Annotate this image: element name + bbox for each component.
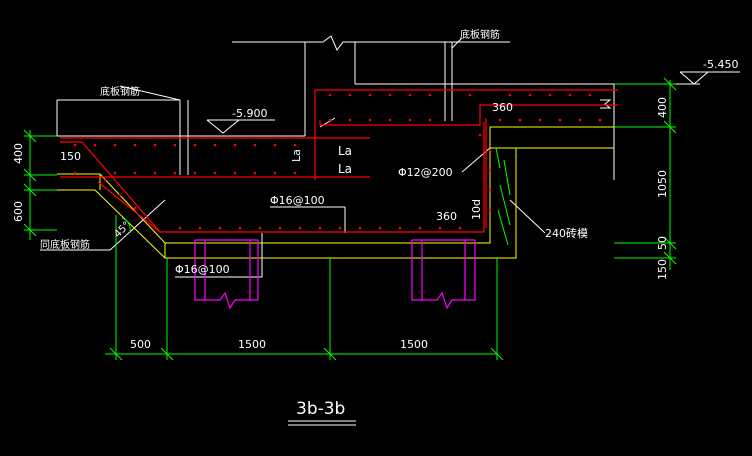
rebar-lines <box>60 89 618 233</box>
elevation-right: -5.450 <box>703 58 738 71</box>
dim-right-1050: 1050 <box>656 170 669 198</box>
dim-150-left: 150 <box>60 150 81 163</box>
concrete-outline <box>57 126 614 259</box>
label-la-2: La <box>338 162 352 176</box>
label-rebar-phi16-lower: Φ16@100 <box>175 263 230 276</box>
brick-wall-hatch <box>495 147 511 246</box>
label-rebar-phi16-upper: Φ16@100 <box>270 194 325 207</box>
outer-concrete-line <box>57 147 614 259</box>
dim-bottom-1500-a: 1500 <box>238 338 266 351</box>
right-break-mark <box>600 99 612 109</box>
pile-cap-left <box>194 240 259 310</box>
dim-right-50: 50 <box>656 236 669 250</box>
inner-concrete-line <box>57 126 614 244</box>
dim-left-400: 400 <box>12 143 25 164</box>
dim-right-150: 150 <box>656 259 669 280</box>
pile-caps <box>194 239 476 310</box>
label-la-1: La <box>338 144 352 158</box>
label-brick-wall: 240砖模 <box>545 226 588 240</box>
dimension-lines <box>23 77 677 361</box>
label-la-vertical: La <box>290 149 303 162</box>
elevation-marker-right <box>679 71 740 85</box>
top-break-line <box>232 35 510 51</box>
label-bottom-slab-rebar-top: 底板钢筋 <box>460 28 500 41</box>
dim-left-600: 600 <box>12 201 25 222</box>
elevation-marker-left <box>206 119 275 134</box>
elevation-left: -5.900 <box>232 107 267 120</box>
ground-lines <box>40 35 740 278</box>
rebar-dots <box>73 93 602 230</box>
label-bottom-slab-rebar-left: 底板钢筋 <box>100 85 140 98</box>
dim-360-bottom: 360 <box>436 210 457 223</box>
dim-10d: 10d <box>470 199 483 220</box>
dim-bottom-1500-b: 1500 <box>400 338 428 351</box>
top-slab-rebar <box>314 89 618 180</box>
pile-cap-right <box>411 240 476 310</box>
section-title: 3b-3b <box>296 399 345 419</box>
label-same-bottom-slab-rebar: 同底板钢筋 <box>40 238 90 251</box>
dim-360-top: 360 <box>492 101 513 114</box>
dim-bottom-500: 500 <box>130 338 151 351</box>
dim-right-400: 400 <box>656 97 669 118</box>
angle-label: 45° <box>112 220 132 240</box>
label-rebar-phi12: Φ12@200 <box>398 166 453 179</box>
